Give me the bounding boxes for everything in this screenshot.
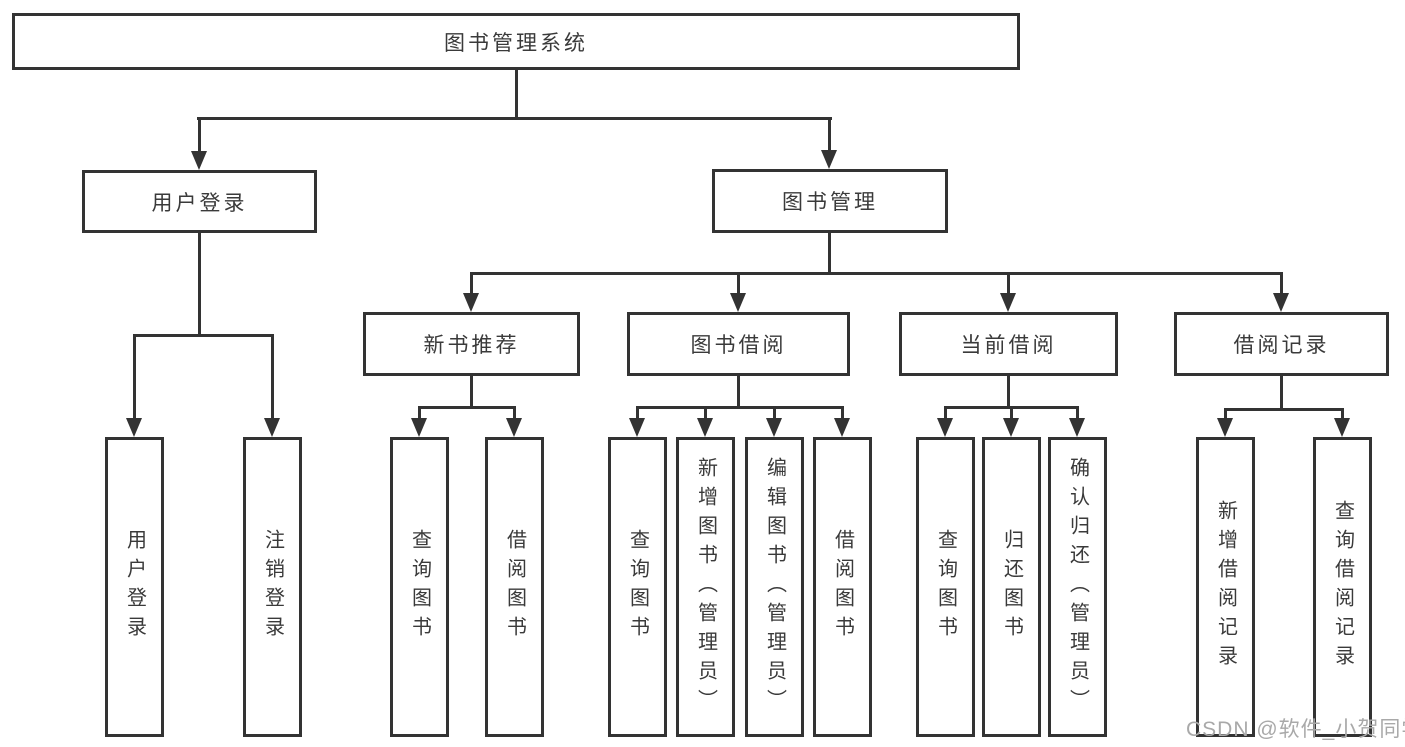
connector-group-stub bbox=[1007, 374, 1010, 408]
leaf-label: 查询图书 bbox=[408, 529, 431, 645]
connector-to-leaf bbox=[636, 406, 639, 419]
leaf-query-borrow-record: 查询借阅记录 bbox=[1313, 437, 1372, 737]
node-user-login: 用户登录 bbox=[82, 170, 317, 233]
arrow-down-icon bbox=[191, 151, 207, 170]
node-new-book-recommend: 新书推荐 bbox=[363, 312, 580, 376]
connector-to-book-borrow bbox=[737, 272, 740, 295]
connector-group-stub bbox=[737, 374, 740, 408]
leaf-label: 注销登录 bbox=[261, 529, 284, 645]
arrow-down-icon bbox=[126, 418, 142, 437]
leaf-add-borrow-record: 新增借阅记录 bbox=[1196, 437, 1255, 737]
node-root-label: 图书管理系统 bbox=[444, 31, 588, 55]
connector-to-leaf bbox=[1341, 408, 1344, 419]
connector-user-login-stub bbox=[198, 232, 201, 336]
leaf-label: 借阅图书 bbox=[831, 529, 854, 645]
connector-group-stub bbox=[1280, 374, 1283, 410]
arrow-down-icon bbox=[264, 418, 280, 437]
leaf-return-books: 归还图书 bbox=[982, 437, 1041, 737]
arrow-down-icon bbox=[697, 418, 713, 437]
connector-to-user-login bbox=[198, 117, 201, 153]
connector-group-hline bbox=[636, 406, 844, 409]
connector-root-stub bbox=[515, 69, 518, 118]
leaf-label: 用户登录 bbox=[123, 529, 146, 645]
node-book-borrowing: 图书借阅 bbox=[627, 312, 850, 376]
leaf-label: 查询借阅记录 bbox=[1331, 500, 1354, 674]
leaf-label: 确认归还（管理员） bbox=[1066, 456, 1089, 718]
arrow-down-icon bbox=[1069, 418, 1085, 437]
leaf-query-books: 查询图书 bbox=[916, 437, 975, 737]
connector-to-new-books bbox=[470, 272, 473, 295]
leaf-label: 编辑图书（管理员） bbox=[763, 456, 786, 718]
connector-to-current-borrow bbox=[1007, 272, 1010, 295]
connector-to-book-mgmt bbox=[828, 117, 831, 153]
connector-book-mgmt-stub bbox=[828, 232, 831, 274]
connector-to-leaf bbox=[513, 406, 516, 419]
node-current-borrowing: 当前借阅 bbox=[899, 312, 1118, 376]
connector-to-leaf bbox=[704, 406, 707, 419]
arrow-down-icon bbox=[834, 418, 850, 437]
arrow-down-icon bbox=[1003, 418, 1019, 437]
connector-to-leaf bbox=[773, 406, 776, 419]
node-root: 图书管理系统 bbox=[12, 13, 1020, 70]
leaf-borrow-books: 借阅图书 bbox=[813, 437, 872, 737]
leaf-label: 新增图书（管理员） bbox=[694, 456, 717, 718]
node-book-management: 图书管理 bbox=[712, 169, 948, 233]
node-label: 用户登录 bbox=[151, 191, 248, 215]
arrow-down-icon bbox=[1334, 418, 1350, 437]
leaf-user-login: 用户登录 bbox=[105, 437, 164, 737]
arrow-down-icon bbox=[730, 293, 746, 312]
arrow-down-icon bbox=[1000, 293, 1016, 312]
connector-to-leaf bbox=[1010, 406, 1013, 419]
arrow-down-icon bbox=[411, 418, 427, 437]
leaf-edit-books-admin: 编辑图书（管理员） bbox=[745, 437, 804, 737]
connector-user-login-hline bbox=[133, 334, 274, 337]
node-label: 借阅记录 bbox=[1233, 334, 1330, 357]
arrow-down-icon bbox=[1273, 293, 1289, 312]
leaf-label: 查询图书 bbox=[626, 529, 649, 645]
connector-to-borrow-records bbox=[1280, 272, 1283, 295]
arrow-down-icon bbox=[463, 293, 479, 312]
leaf-logout: 注销登录 bbox=[243, 437, 302, 737]
connector-level1-hline bbox=[197, 117, 832, 120]
leaf-add-books-admin: 新增图书（管理员） bbox=[676, 437, 735, 737]
arrow-down-icon bbox=[1217, 418, 1233, 437]
connector-to-leaf bbox=[944, 406, 947, 419]
node-label: 图书管理 bbox=[782, 191, 878, 214]
arrow-down-icon bbox=[821, 150, 837, 169]
node-label: 图书借阅 bbox=[690, 334, 787, 357]
leaf-confirm-return-admin: 确认归还（管理员） bbox=[1048, 437, 1107, 737]
leaf-query-books: 查询图书 bbox=[608, 437, 667, 737]
connector-group-stub bbox=[470, 374, 473, 408]
connector-to-leaf bbox=[1076, 406, 1079, 419]
connector-to-leaf bbox=[1224, 408, 1227, 419]
leaf-label: 借阅图书 bbox=[503, 529, 526, 645]
connector-level2-hline bbox=[470, 272, 1283, 275]
leaf-label: 归还图书 bbox=[1000, 529, 1023, 645]
leaf-label: 新增借阅记录 bbox=[1214, 500, 1237, 674]
connector-group-hline bbox=[1224, 408, 1344, 411]
leaf-borrow-books: 借阅图书 bbox=[485, 437, 544, 737]
leaf-query-books: 查询图书 bbox=[390, 437, 449, 737]
connector-to-leaf bbox=[418, 406, 421, 419]
connector-to-leaf bbox=[271, 334, 274, 418]
arrow-down-icon bbox=[629, 418, 645, 437]
node-borrow-records: 借阅记录 bbox=[1174, 312, 1389, 376]
node-label: 新书推荐 bbox=[423, 334, 520, 357]
node-label: 当前借阅 bbox=[960, 334, 1057, 357]
arrow-down-icon bbox=[937, 418, 953, 437]
connector-to-leaf bbox=[841, 406, 844, 419]
arrow-down-icon bbox=[506, 418, 522, 437]
connector-to-leaf bbox=[133, 334, 136, 418]
arrow-down-icon bbox=[766, 418, 782, 437]
leaf-label: 查询图书 bbox=[934, 529, 957, 645]
connector-group-hline bbox=[418, 406, 516, 409]
csdn-watermark: CSDN @软件_小贺同学 bbox=[1186, 718, 1405, 741]
